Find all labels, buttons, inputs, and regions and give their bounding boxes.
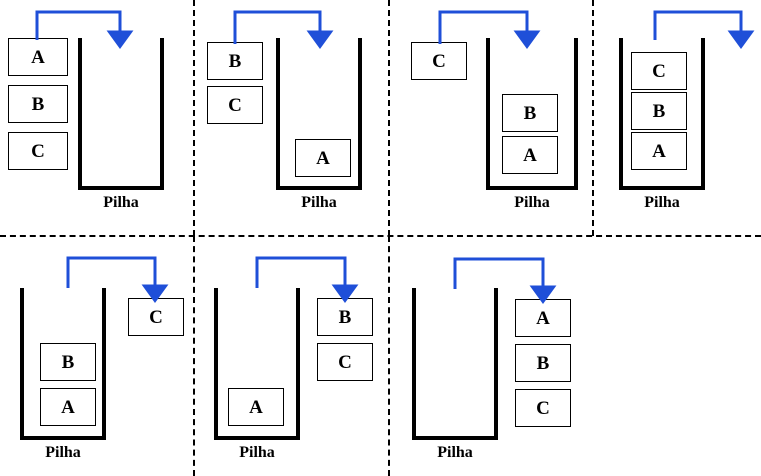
panel-step-3: C B A Pilha bbox=[390, 0, 592, 235]
stack-caption-7: Pilha bbox=[437, 444, 473, 461]
panel-step-7: A B C Pilha bbox=[390, 236, 761, 476]
outside-box-1-0[interactable]: A bbox=[8, 38, 68, 76]
panel-separator-vertical-3 bbox=[592, 0, 594, 236]
outside-box-5-0[interactable]: C bbox=[128, 298, 184, 336]
outside-box-1-1[interactable]: B bbox=[8, 85, 68, 123]
outside-box-3-0[interactable]: C bbox=[411, 42, 467, 80]
stack-caption-3: Pilha bbox=[514, 194, 550, 211]
stack-container-1 bbox=[78, 38, 164, 190]
stack-box-5-0[interactable]: B bbox=[40, 343, 96, 381]
stack-box-3-0[interactable]: B bbox=[502, 94, 558, 132]
stack-container-3 bbox=[486, 38, 578, 190]
stack-container-4 bbox=[619, 38, 705, 190]
stack-box-3-1[interactable]: A bbox=[502, 136, 558, 174]
stack-box-4-2[interactable]: A bbox=[631, 132, 687, 170]
panel-separator-vertical-4 bbox=[193, 236, 195, 476]
outside-box-2-1[interactable]: C bbox=[207, 86, 263, 124]
panel-step-5: C B A Pilha bbox=[0, 236, 193, 476]
stack-caption-4: Pilha bbox=[644, 194, 680, 211]
stack-container-5 bbox=[20, 288, 106, 440]
outside-box-2-0[interactable]: B bbox=[207, 42, 263, 80]
stack-caption-2: Pilha bbox=[301, 194, 337, 211]
stack-container-6 bbox=[214, 288, 300, 440]
panel-step-2: B C A Pilha bbox=[195, 0, 388, 235]
panel-separator-vertical-5 bbox=[388, 236, 390, 476]
panel-step-6: B C A Pilha bbox=[195, 236, 388, 476]
stack-caption-6: Pilha bbox=[239, 444, 275, 461]
stack-box-6-0[interactable]: A bbox=[228, 388, 284, 426]
panel-separator-vertical-1 bbox=[193, 0, 195, 236]
stack-box-4-1[interactable]: B bbox=[631, 92, 687, 130]
stack-caption-5: Pilha bbox=[45, 444, 81, 461]
outside-box-6-0[interactable]: B bbox=[317, 298, 373, 336]
outside-box-1-2[interactable]: C bbox=[8, 132, 68, 170]
stack-container-2 bbox=[276, 38, 362, 190]
outside-box-7-2[interactable]: C bbox=[515, 389, 571, 427]
panel-step-1: A B C Pilha bbox=[0, 0, 193, 235]
stack-box-5-1[interactable]: A bbox=[40, 388, 96, 426]
outside-box-7-0[interactable]: A bbox=[515, 299, 571, 337]
stack-box-2-0[interactable]: A bbox=[295, 139, 351, 177]
outside-box-6-1[interactable]: C bbox=[317, 343, 373, 381]
outside-box-7-1[interactable]: B bbox=[515, 344, 571, 382]
stack-box-4-0[interactable]: C bbox=[631, 52, 687, 90]
panel-separator-horizontal bbox=[0, 235, 761, 237]
stack-caption-1: Pilha bbox=[103, 194, 139, 211]
panel-separator-vertical-2 bbox=[388, 0, 390, 236]
panel-step-4: C B A Pilha bbox=[594, 0, 761, 235]
stack-container-7 bbox=[412, 288, 498, 440]
